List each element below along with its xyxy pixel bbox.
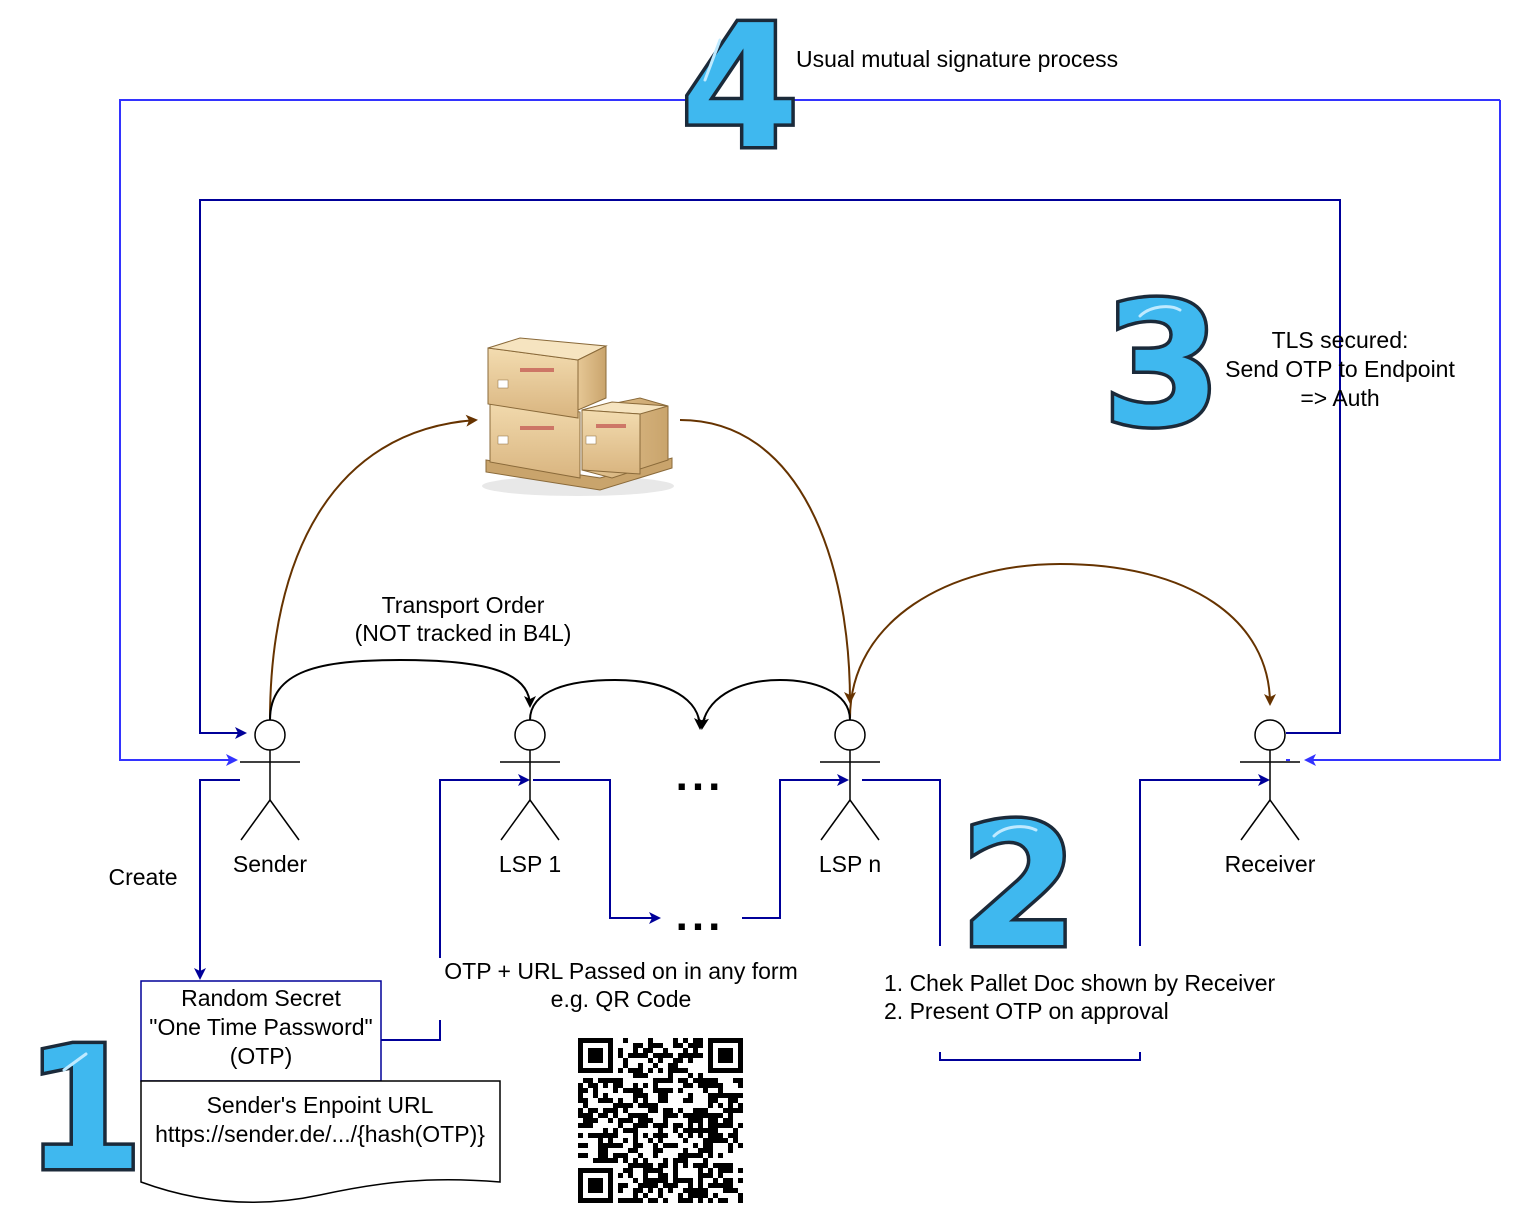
actor-label-sender: Sender	[233, 851, 308, 877]
cargo-to-lspn-arrow	[679, 419, 856, 704]
sender-to-cargo-arrow	[269, 414, 478, 721]
qr-code-icon	[576, 1036, 745, 1205]
actor-receiver	[1240, 719, 1300, 841]
check-line-2: 2. Present OTP on approval	[884, 998, 1169, 1024]
otp-box-line-1: Random Secret	[181, 985, 341, 1011]
ellipsis-lower: ...	[676, 891, 725, 940]
actor-lspn	[820, 719, 880, 841]
url-document	[140, 1080, 501, 1204]
lspn-to-dots-arrow	[697, 678, 851, 730]
step4-caption: Usual mutual signature process	[796, 46, 1118, 72]
actor-lsp1	[500, 719, 560, 841]
actor-label-receiver: Receiver	[1225, 851, 1316, 877]
lspn-to-check-connector	[862, 780, 1268, 1061]
otp-box	[140, 980, 382, 1082]
url-doc-line-2: https://sender.de/.../{hash(OTP)}	[155, 1121, 485, 1147]
tls-line-1: TLS secured:	[1272, 327, 1409, 353]
create-connector	[194, 779, 240, 980]
step-number-1: 1	[21, 1008, 146, 1213]
svg-text:4: 4	[681, 0, 799, 187]
mutual-signature-connector-left	[119, 99, 1500, 766]
step-number-3: 3	[1099, 264, 1224, 469]
lsp1-to-dots-connector	[533, 779, 661, 924]
transport-order-line-1: Transport Order	[382, 592, 545, 618]
pallet-crates-icon	[482, 337, 674, 496]
tls-line-2: Send OTP to Endpoint	[1225, 356, 1455, 382]
otp-box-line-2: "One Time Password"	[149, 1014, 372, 1040]
otp-box-line-3: (OTP)	[230, 1043, 293, 1069]
otp-pass-line-2: e.g. QR Code	[551, 986, 692, 1012]
tls-line-3: => Auth	[1300, 385, 1379, 411]
url-doc-line-1: Sender's Enpoint URL	[207, 1092, 434, 1118]
dots-to-lspn-connector	[742, 774, 849, 919]
svg-text:3: 3	[1103, 267, 1221, 465]
ellipsis-middle: ...	[676, 751, 725, 800]
otp-to-lsp1-connector	[380, 780, 528, 1041]
step-number-4: 4	[677, 0, 802, 191]
mutual-signature-connector	[1286, 100, 1501, 760]
lspn-to-receiver-arrow	[849, 562, 1276, 719]
actor-label-lsp1: LSP 1	[499, 851, 561, 877]
tls-connector	[199, 199, 1341, 739]
actor-sender	[240, 719, 300, 841]
svg-text:1: 1	[25, 1011, 143, 1209]
svg-text:2: 2	[960, 788, 1078, 986]
check-line-1: 1. Chek Pallet Doc shown by Receiver	[884, 970, 1276, 996]
otp-pass-line-1: OTP + URL Passed on in any form	[444, 958, 797, 984]
actor-label-lspn: LSP n	[819, 851, 881, 877]
transport-order-line-2: (NOT tracked in B4L)	[355, 620, 572, 646]
step-number-2: 2	[956, 785, 1081, 990]
create-label: Create	[108, 864, 177, 890]
lsp1-to-dots-arrow	[529, 678, 706, 730]
transport-order-arrow	[269, 658, 536, 721]
